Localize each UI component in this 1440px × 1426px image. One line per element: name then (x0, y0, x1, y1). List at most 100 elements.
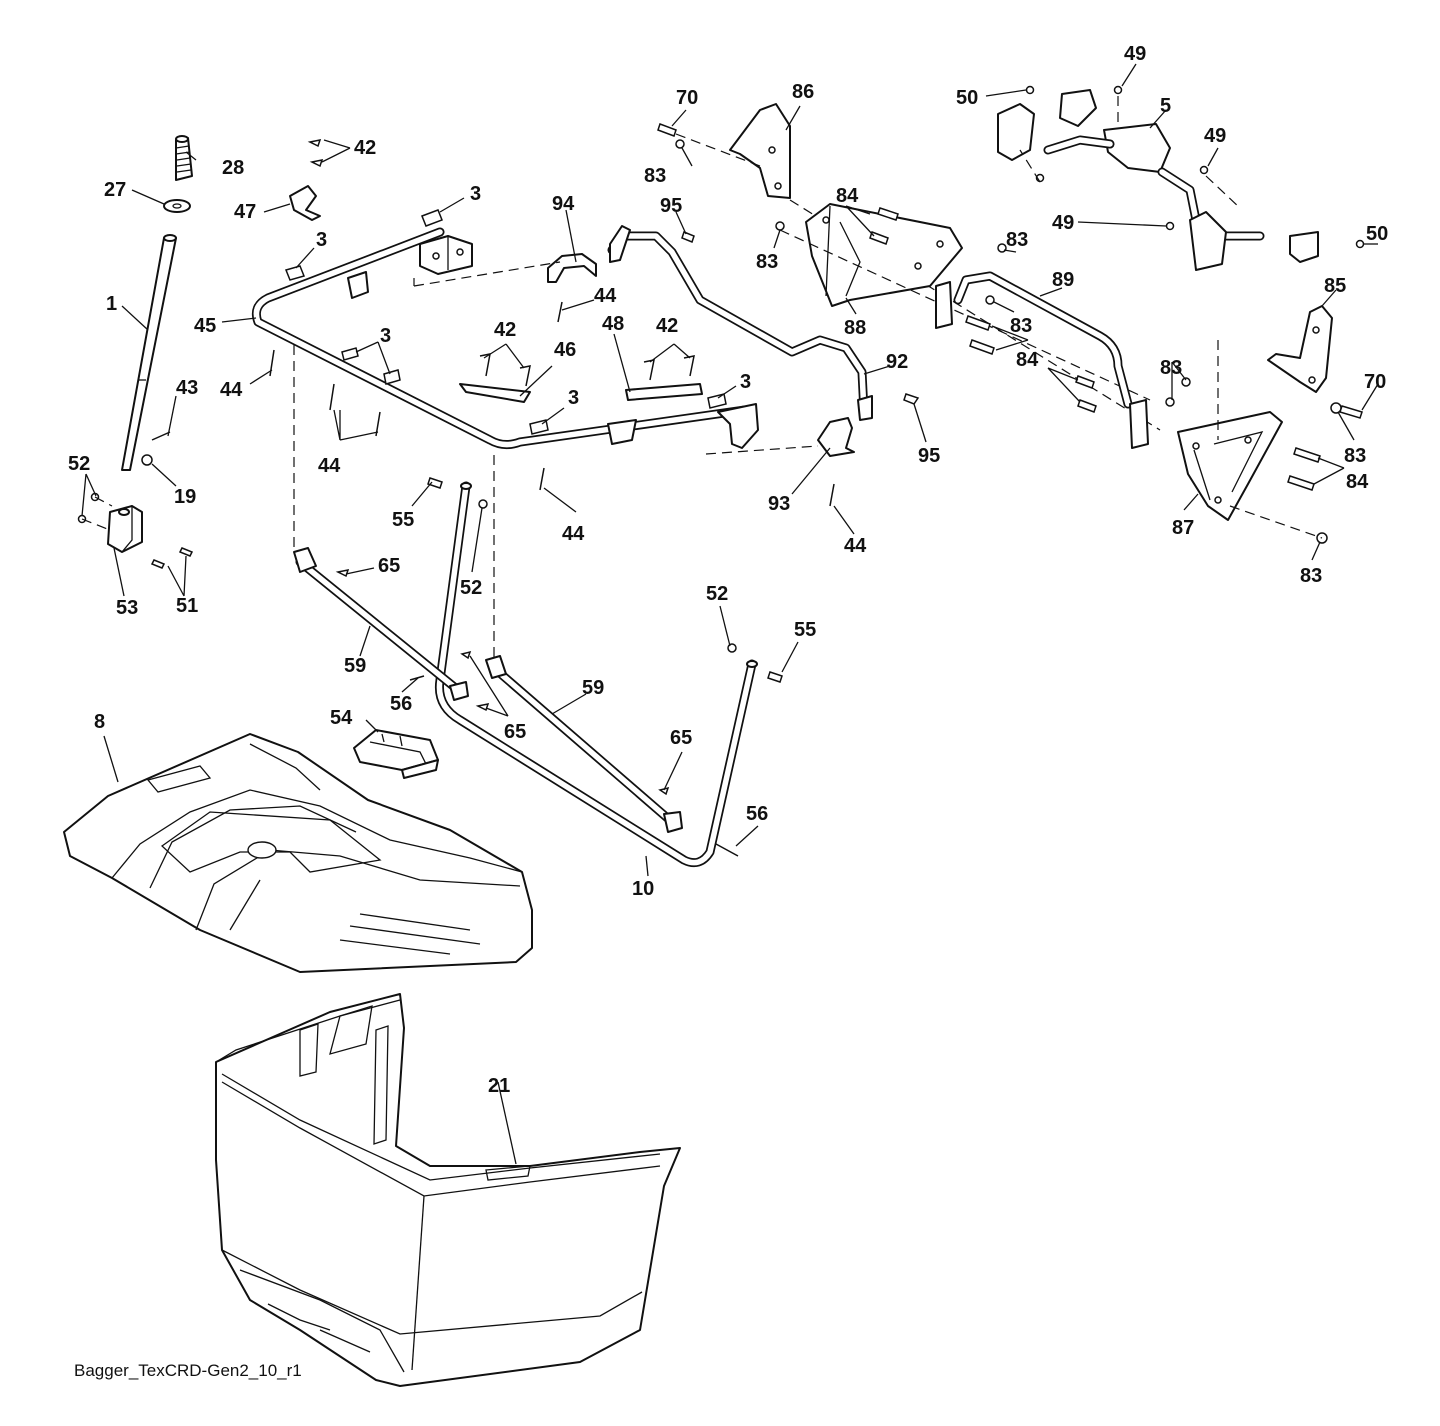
part-bracket-50a (997, 103, 1035, 161)
callout-86: 86 (792, 81, 814, 103)
part-bolt-84f (1077, 399, 1097, 413)
part-nut-50d (1355, 239, 1365, 249)
callout-55b: 55 (794, 619, 816, 641)
part-pin-84g (1293, 447, 1321, 463)
part-pin-56a (409, 675, 425, 681)
callout-49b: 49 (1204, 125, 1226, 147)
part-tube (121, 234, 177, 471)
callout-43: 43 (176, 377, 198, 399)
callout-92: 92 (886, 351, 908, 373)
callout-49a: 49 (1124, 43, 1146, 65)
callout-52c: 52 (706, 583, 728, 605)
callout-labels: 28 27 1 42 47 3 3 45 44 43 19 52 53 51 4… (68, 43, 1388, 1097)
part-bolt-70b (1339, 405, 1363, 419)
part-nut-83f (1165, 397, 1175, 407)
callout-19: 19 (174, 486, 196, 508)
callout-44a: 44 (220, 379, 243, 401)
callout-89: 89 (1052, 269, 1074, 291)
callout-83g: 83 (1300, 565, 1322, 587)
callout-59a: 59 (344, 655, 366, 677)
callout-45: 45 (194, 315, 216, 337)
callout-44e: 44 (844, 535, 867, 557)
part-bolt-84e (1075, 375, 1095, 389)
callout-27: 27 (104, 179, 126, 201)
part-nut (141, 454, 153, 466)
callout-44d: 44 (562, 523, 585, 545)
part-nut-83b (775, 221, 785, 231)
part-nut-83c (997, 243, 1007, 253)
callout-46: 46 (554, 339, 576, 361)
part-plate-46 (459, 383, 531, 403)
part-bracket-50b (1189, 211, 1227, 271)
callout-84b: 84 (1016, 349, 1039, 371)
callout-84a: 84 (836, 185, 859, 207)
callout-83a: 83 (644, 165, 666, 187)
part-plate-87 (1177, 411, 1283, 521)
callout-3b: 3 (316, 229, 327, 251)
part-bolt-55b (767, 671, 783, 683)
callout-3c: 3 (380, 325, 391, 347)
part-nut-83e (1181, 377, 1191, 387)
callout-50a: 50 (956, 87, 978, 109)
frame-assembly (251, 139, 835, 665)
callout-59b: 59 (582, 677, 604, 699)
callout-55a: 55 (392, 509, 414, 531)
callout-47: 47 (234, 201, 256, 223)
callout-52a: 52 (68, 453, 90, 475)
callout-52b: 52 (460, 577, 482, 599)
part-nut-49b (1199, 165, 1209, 175)
callout-3a: 3 (470, 183, 481, 205)
part-clamp-94 (547, 253, 597, 283)
part-pin-65b (460, 650, 472, 660)
part-handle (353, 729, 439, 779)
callout-51: 51 (176, 595, 198, 617)
callout-83c: 83 (1006, 229, 1028, 251)
part-clip-3b (284, 265, 306, 281)
part-clip-3d (383, 369, 401, 385)
callout-48: 48 (602, 313, 624, 335)
callout-95a: 95 (660, 195, 682, 217)
part-bolt-95b (903, 393, 920, 405)
part-screw-44a (269, 349, 275, 377)
part-plate-86 (729, 103, 791, 199)
part-pin-65c (475, 703, 490, 712)
part-rod-92 (607, 225, 920, 457)
callout-94: 94 (552, 193, 575, 215)
part-nut-49a (1113, 85, 1123, 95)
callout-65a: 65 (378, 555, 400, 577)
part-clamp-93 (817, 417, 855, 457)
callout-83d: 83 (1010, 315, 1032, 337)
part-nut-49d (1165, 221, 1175, 231)
callout-44b: 44 (318, 455, 341, 477)
part-clip-3f (707, 393, 727, 409)
callout-70a: 70 (676, 87, 698, 109)
callout-93: 93 (768, 493, 790, 515)
part-washer (163, 199, 191, 213)
part-grip (175, 135, 193, 181)
part-pin-84c (965, 315, 991, 331)
callout-42c: 42 (656, 315, 678, 337)
part-screw-44e (557, 301, 563, 323)
callout-8: 8 (94, 711, 105, 733)
lift-assembly (657, 85, 1365, 544)
callout-49c: 49 (1052, 212, 1074, 234)
callout-56a: 56 (390, 693, 412, 715)
part-plate-88 (805, 203, 963, 307)
callout-3e: 3 (568, 387, 579, 409)
leader-lines (81, 63, 1379, 1165)
callout-10: 10 (632, 878, 654, 900)
callout-44c: 44 (594, 285, 617, 307)
part-screw-44d (539, 467, 545, 491)
part-bag (215, 993, 681, 1387)
part-pin-65a (335, 569, 350, 578)
callout-85: 85 (1324, 275, 1346, 297)
part-bolt-95a (681, 231, 695, 243)
callout-1: 1 (106, 293, 117, 315)
callout-87: 87 (1172, 517, 1194, 539)
callout-50b: 50 (1366, 223, 1388, 245)
part-plate-48 (625, 383, 703, 401)
part-bolt-84a (877, 207, 899, 221)
part-bolt-51a (178, 547, 194, 557)
callout-28: 28 (222, 157, 244, 179)
part-screw-44f (829, 483, 835, 507)
